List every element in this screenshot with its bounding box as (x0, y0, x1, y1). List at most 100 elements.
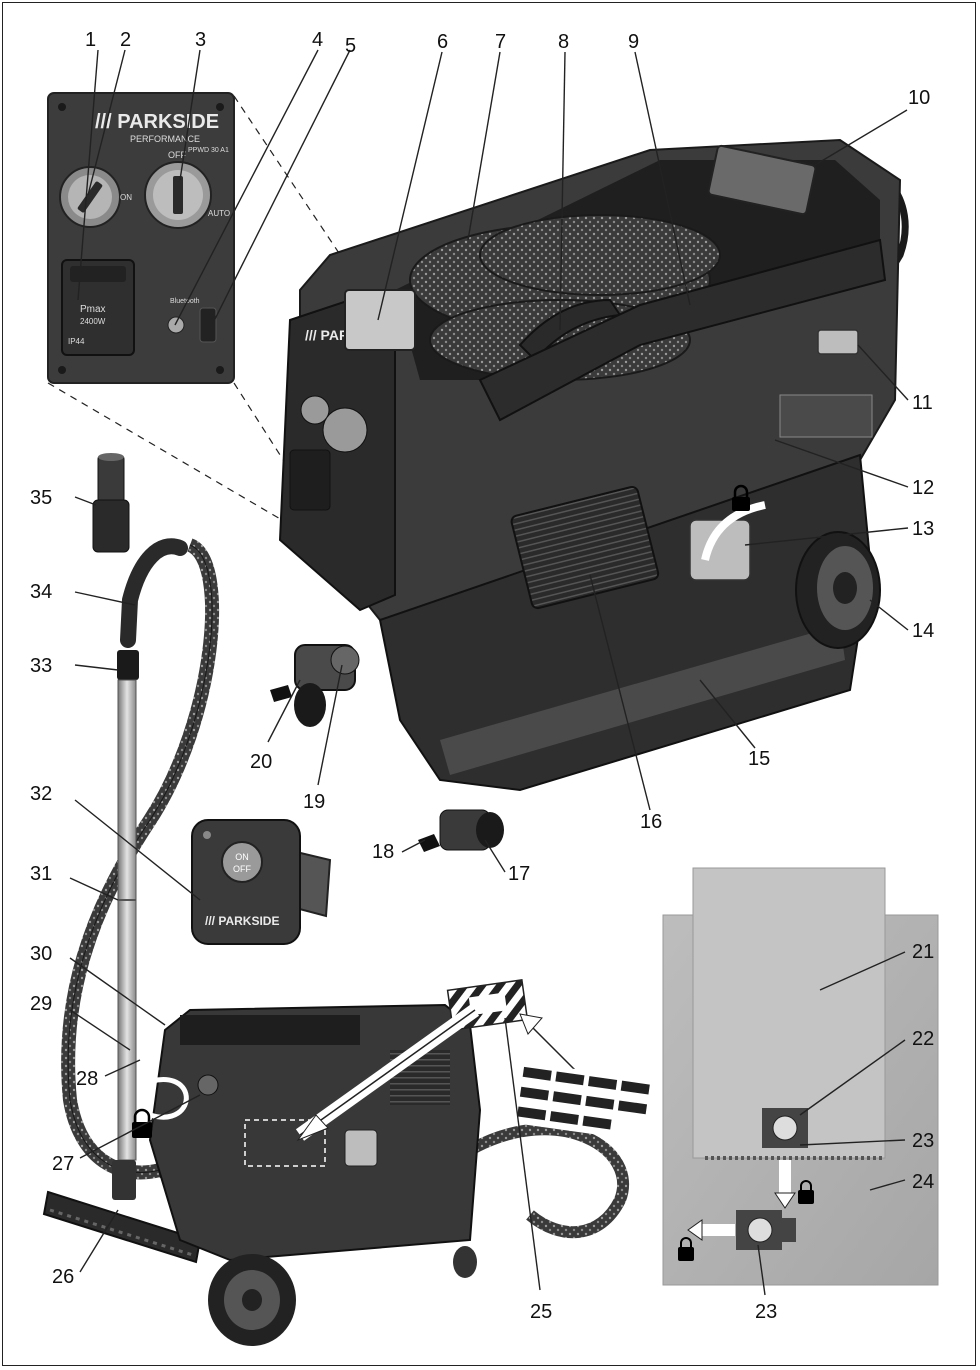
knob-on-label: ON (120, 193, 132, 202)
mode-switch-knob[interactable]: OFF AUTO (144, 150, 230, 229)
callout-30: 30 (30, 943, 52, 965)
callout-14: 14 (912, 620, 934, 642)
bumper-band (440, 625, 845, 775)
callout-28: 28 (76, 1068, 98, 1090)
callout-24: 24 (912, 1171, 934, 1193)
label-position-marker (244, 1119, 326, 1167)
assembled-port (197, 1074, 219, 1096)
callout-6: 6 (437, 31, 448, 53)
castor-brake[interactable] (418, 834, 440, 852)
control-panel-inset: /// PARKSIDE PERFORMANCE PPWD 30 A1 ON O… (47, 92, 235, 384)
callout-34: 34 (30, 581, 52, 603)
leader-lines (69, 49, 909, 1296)
cord-holder (707, 144, 817, 216)
callout-10: 10 (908, 87, 930, 109)
warning-stickers (779, 394, 873, 438)
hose-lock-arrow (139, 1077, 189, 1120)
assembled-castor (453, 1246, 477, 1278)
callout-12: 12 (912, 477, 934, 499)
panel-sub-logo: PERFORMANCE (130, 134, 200, 144)
bluetooth-pair-button[interactable] (167, 316, 185, 334)
assembled-vacuum (132, 1003, 629, 1346)
callout-32: 32 (30, 783, 52, 805)
extension-tube (117, 679, 137, 1161)
reducer-adapter (92, 453, 130, 553)
front-socket[interactable] (289, 449, 331, 511)
remote-off-label: OFF (233, 864, 251, 874)
callout-31: 31 (30, 863, 52, 885)
container-clip[interactable] (689, 519, 751, 581)
callout-25: 25 (530, 1301, 552, 1323)
filter-bags (662, 867, 939, 1286)
warning-label-set (295, 979, 657, 1142)
callout-23a: 23 (912, 1130, 934, 1152)
callout-1: 1 (85, 29, 96, 51)
callout-23b: 23 (755, 1301, 777, 1323)
filter-box[interactable] (344, 289, 416, 351)
remote-control[interactable]: ON OFF /// PARKSIDE (191, 819, 332, 945)
callout-27: 27 (52, 1153, 74, 1175)
callout-9: 9 (628, 31, 639, 53)
tray-latch[interactable] (817, 329, 859, 355)
power-socket-cover[interactable]: Pmax 2400W IP44 (61, 259, 135, 356)
main-vacuum: /// PARKSIDE (270, 138, 909, 852)
callout-15: 15 (748, 748, 770, 770)
pmax-label: Pmax (80, 304, 106, 315)
front-knob-small[interactable] (300, 395, 330, 425)
bag-collar-24 (736, 1210, 796, 1250)
callout-17: 17 (508, 863, 530, 885)
callout-20: 20 (250, 751, 272, 773)
clip-arrow (701, 501, 766, 561)
callout-2: 2 (120, 29, 131, 51)
knob-auto-label: AUTO (208, 209, 230, 218)
hose-coil-inner (479, 214, 721, 296)
callout-19: 19 (303, 791, 325, 813)
lock-icon (732, 497, 750, 511)
remote-switch[interactable] (199, 307, 217, 343)
callout-13: 13 (912, 518, 934, 540)
callout-35: 35 (30, 487, 52, 509)
callout-7: 7 (495, 31, 506, 53)
assembled-tray (180, 1015, 360, 1045)
hose-tube-set (42, 538, 220, 1264)
callout-26: 26 (52, 1266, 74, 1288)
knob-off-label: OFF (168, 150, 186, 160)
tube-connector (117, 650, 139, 680)
callout-11: 11 (912, 392, 933, 414)
remote-on-label: ON (235, 852, 249, 862)
callout-4: 4 (312, 29, 323, 51)
callout-29: 29 (30, 993, 52, 1015)
exhaust-grille (510, 485, 660, 610)
callout-21: 21 (912, 941, 934, 963)
top-rim (478, 238, 887, 422)
front-knob-large[interactable] (322, 407, 368, 453)
suction-port[interactable] (330, 645, 360, 675)
rear-wheel (795, 531, 881, 649)
spare-label-sheet (511, 1061, 657, 1142)
callout-33: 33 (30, 655, 52, 677)
callout-8: 8 (558, 31, 569, 53)
remote-onoff-button[interactable] (221, 841, 263, 883)
hose-lock-icon (132, 1122, 152, 1138)
callout-16: 16 (640, 811, 662, 833)
remote-brand-logo: /// PARKSIDE (205, 914, 279, 928)
callout-numbers: 1 2 3 4 5 6 7 8 9 10 11 12 13 14 15 16 1… (30, 29, 934, 1323)
panel-brand-logo: /// PARKSIDE (95, 111, 219, 133)
front-castor-right (418, 809, 504, 852)
callout-18: 18 (372, 841, 394, 863)
suction-power-knob[interactable]: ON (59, 166, 132, 228)
callout-5: 5 (345, 35, 356, 57)
assembled-wheel (208, 1254, 296, 1346)
pmax-value: 2400W (80, 317, 106, 326)
floor-nozzle (42, 1160, 202, 1264)
bluetooth-label: Bluetooth (170, 298, 200, 305)
callout-22: 22 (912, 1028, 934, 1050)
panel-model: PPWD 30 A1 (188, 147, 229, 154)
assembled-clip[interactable] (344, 1129, 378, 1167)
callout-3: 3 (195, 29, 206, 51)
hose-elbow (120, 538, 188, 648)
ip-rating: IP44 (68, 337, 85, 346)
front-castor-left (270, 644, 360, 727)
